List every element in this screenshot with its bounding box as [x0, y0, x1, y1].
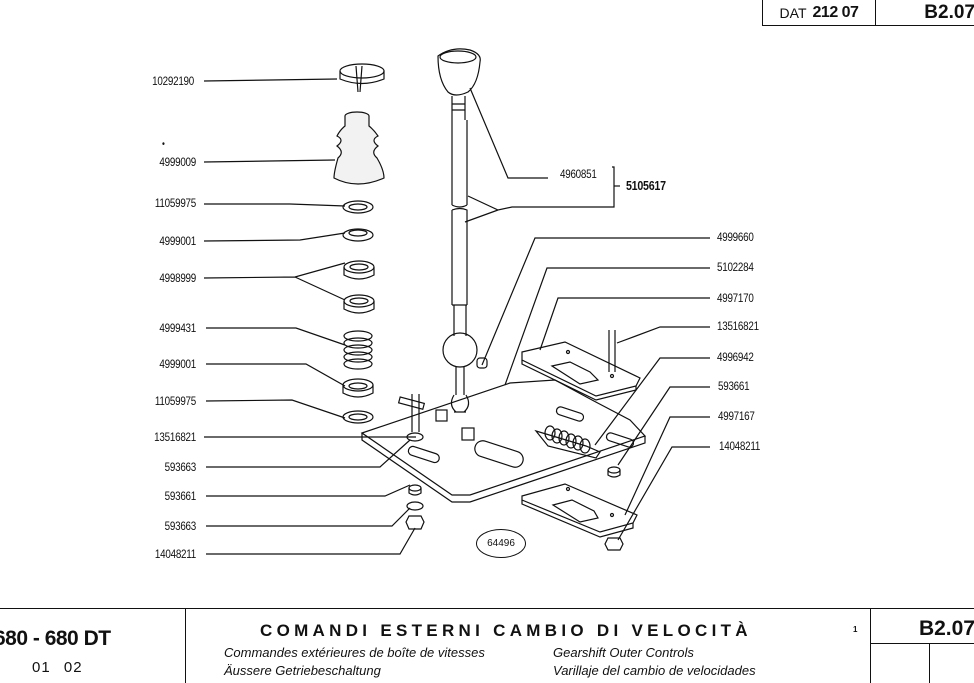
part-label-4999001: 4999001 — [159, 234, 196, 248]
sheet-number: 1 — [853, 625, 858, 634]
part-label-11059975-lower: 11059975 — [154, 394, 196, 408]
part-label-4997170: 4997170 — [717, 291, 754, 305]
model-variants: 01 02 — [32, 659, 83, 676]
divider — [929, 643, 930, 683]
part-label-4960851: 4960851 — [560, 167, 597, 181]
title-italian: COMANDI ESTERNI CAMBIO DI VELOCITÀ — [260, 621, 752, 640]
lever-leader-lines — [464, 87, 620, 223]
part-label-593661: 593661 — [164, 489, 197, 503]
title-french: Commandes extérieures de boîte de vitess… — [224, 645, 485, 660]
base-plate-part — [360, 379, 647, 503]
dat-number: 212 07 — [812, 3, 859, 21]
header-page-code: B2.07 — [924, 1, 974, 23]
part-label-4999009: 4999009 — [159, 155, 196, 169]
part-label-5102284: 5102284 — [717, 260, 754, 274]
asterisk-marker: • — [162, 139, 165, 150]
gate-lower-part — [521, 483, 638, 538]
title-english: Gearshift Outer Controls — [553, 645, 694, 660]
part-label-4996942: 4996942 — [717, 350, 754, 364]
left-leader-lines — [203, 78, 416, 555]
part-label-11059975: 11059975 — [154, 196, 196, 210]
divider — [871, 643, 974, 644]
part-label-593663-lower: 593663 — [164, 519, 197, 533]
part-label-4999660: 4999660 — [717, 230, 754, 244]
part-label-13516821: 13516821 — [154, 430, 196, 444]
right-fasteners — [604, 466, 624, 551]
dat-prefix: DAT — [779, 4, 807, 21]
footer-page-code: B2.07 — [918, 617, 974, 640]
part-label-4997167: 4997167 — [718, 409, 755, 423]
left-fasteners — [405, 394, 425, 530]
part-label-4999001-lower: 4999001 — [159, 357, 196, 371]
part-label-13516821-right: 13516821 — [717, 319, 759, 333]
stack-parts — [342, 200, 375, 424]
dat-reference: DAT 212 07 — [763, 0, 876, 25]
boot-part — [333, 111, 385, 185]
gear-lever-part — [437, 48, 488, 413]
knob-cap-part — [339, 63, 385, 93]
model-name: 680 - 680 DT — [0, 627, 111, 650]
part-label-4999431: 4999431 — [159, 321, 196, 335]
gate-upper-part — [521, 330, 641, 401]
title-block: 680 - 680 DT 01 02 COMANDI ESTERNI CAMBI… — [0, 608, 974, 683]
model-cell: 680 - 680 DT 01 02 — [0, 609, 186, 683]
title-spanish: Varillaje del cambio de velocidades — [553, 663, 756, 678]
part-label-14048211-right: 14048211 — [719, 439, 761, 453]
part-label-593663: 593663 — [164, 460, 197, 474]
assembly-label-5105617: 5105617 — [626, 178, 666, 193]
figure-reference: 64496 — [476, 529, 526, 558]
title-german: Äussere Getriebeschaltung — [224, 663, 381, 678]
page-code-cell: B2.07 — [870, 609, 974, 683]
part-label-4998999: 4998999 — [159, 271, 196, 285]
part-label-14048211: 14048211 — [154, 547, 196, 561]
exploded-diagram — [203, 48, 710, 555]
part-label-10292190: 10292190 — [152, 74, 194, 88]
header-box: DAT 212 07 B2.07 — [762, 0, 974, 26]
right-leader-lines — [481, 237, 710, 541]
part-label-593661-right: 593661 — [718, 379, 750, 393]
